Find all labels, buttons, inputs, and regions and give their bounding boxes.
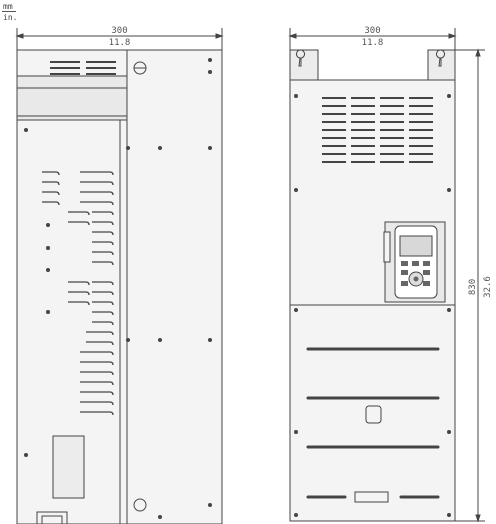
keypad-latch — [383, 231, 391, 263]
unit-label-mm: mm — [3, 2, 13, 11]
front-screws — [294, 94, 451, 517]
side-louvers — [42, 171, 114, 416]
keypad-screen — [399, 235, 433, 257]
keypad-buttons — [401, 261, 430, 286]
front-mounting-tabs — [289, 49, 456, 81]
front-height-in: 32.6 — [483, 276, 493, 298]
side-width-mm: 300 — [111, 26, 127, 36]
front-width-in: 11.8 — [362, 38, 384, 48]
side-bottom-grommet — [133, 498, 147, 512]
side-view — [15, 28, 224, 524]
keypad-display-terminal — [394, 225, 438, 299]
unit-divider — [2, 11, 16, 12]
side-screws — [24, 58, 212, 519]
front-vent-grid — [322, 97, 433, 163]
front-bottom-badge — [354, 491, 389, 503]
front-view — [288, 28, 485, 523]
front-width-mm: 300 — [364, 26, 380, 36]
front-width-dimension-line — [288, 28, 457, 50]
side-bottom-connector — [36, 511, 68, 524]
front-lower-slots — [306, 347, 440, 499]
unit-label-in: in. — [3, 13, 18, 22]
side-width-in: 11.8 — [109, 38, 131, 48]
front-height-dimension-line — [455, 48, 485, 523]
front-height-mm: 830 — [468, 279, 478, 295]
side-top-vents — [50, 61, 116, 75]
side-width-dimension-line — [15, 28, 224, 50]
side-label-area — [52, 435, 85, 499]
side-top-hood — [16, 50, 128, 524]
front-indicator-window — [365, 405, 382, 424]
